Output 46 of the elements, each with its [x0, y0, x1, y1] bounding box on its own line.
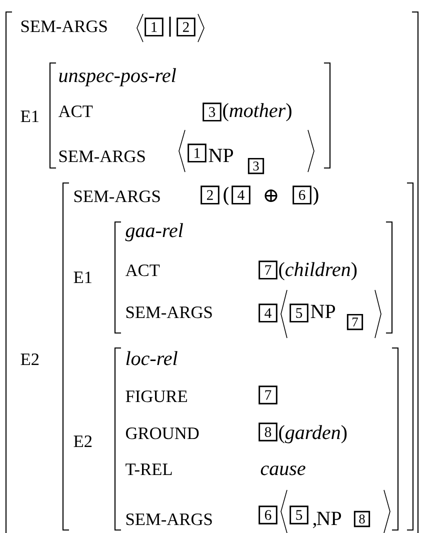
operator-symbol: |: [169, 16, 171, 37]
tag-box: 2: [176, 18, 196, 36]
feature-label: FIGURE: [126, 390, 187, 402]
type-label: unspec-pos-rel: [59, 68, 176, 86]
value-text: NP: [310, 304, 335, 318]
feature-label: SEM-ARGS: [126, 306, 212, 318]
value-text: NP: [316, 512, 341, 525]
feature-label: SEM-ARGS: [126, 514, 212, 526]
value-text: (mother): [223, 103, 292, 122]
operator-symbol: (: [224, 186, 228, 206]
feature-label: E2: [20, 354, 39, 365]
feature-label: ACT: [58, 106, 93, 118]
tag-box: 5: [290, 304, 308, 322]
tag-box: 6: [292, 186, 312, 204]
feature-label: GROUND: [126, 428, 199, 440]
feature-label: T-REL: [126, 464, 172, 475]
tag-box: 7: [346, 314, 364, 330]
tag-box: 7: [258, 260, 278, 280]
feature-label: SEM-ARGS: [21, 20, 107, 32]
value-text: (children): [279, 262, 357, 280]
feature-label: ACT: [125, 264, 160, 276]
tag-box: 8: [258, 422, 278, 442]
feature-label: E2: [74, 436, 92, 447]
feature-label: SEM-ARGS: [74, 190, 160, 202]
operator-symbol: ⊕: [264, 189, 278, 202]
tag-box: 7: [258, 386, 278, 404]
tag-box: 1: [144, 18, 164, 36]
feature-label: SEM-ARGS: [59, 150, 145, 162]
tag-box: 3: [202, 102, 222, 122]
operator-symbol: ): [314, 186, 318, 206]
tag-box: 3: [248, 158, 264, 174]
tag-box: 4: [232, 186, 250, 204]
tag-box: 5: [290, 506, 308, 524]
feature-label: E1: [74, 272, 92, 283]
value-text: (garden): [279, 425, 347, 444]
tag-box: 6: [258, 506, 278, 524]
tag-box: 1: [188, 144, 206, 162]
tag-box: 4: [258, 304, 278, 322]
value-text: NP: [208, 148, 233, 162]
type-label: gaa-rel: [125, 223, 183, 242]
type-label: cause: [260, 466, 306, 476]
feature-label: E1: [20, 110, 38, 122]
value-text: ,: [313, 522, 316, 528]
tag-box: 2: [200, 186, 220, 204]
type-label: loc-rel: [126, 351, 178, 366]
tag-box: 8: [354, 510, 370, 528]
